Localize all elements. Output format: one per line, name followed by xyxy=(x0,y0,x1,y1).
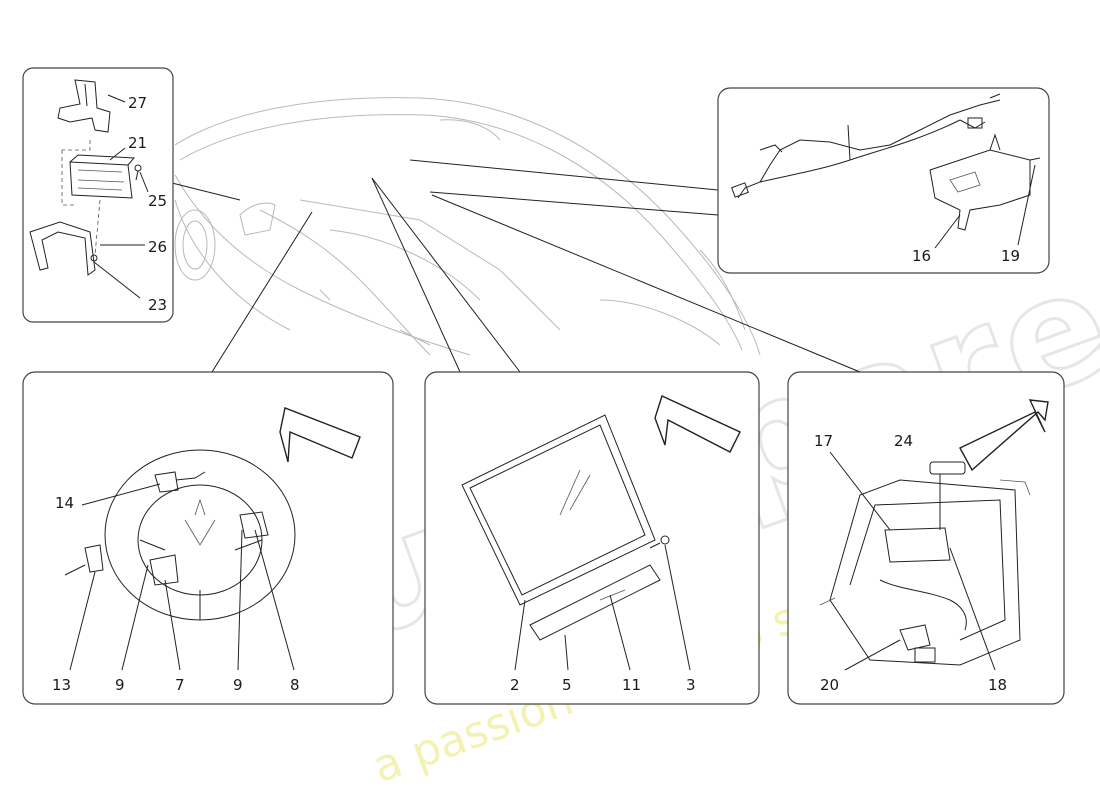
panel-top-left: 27 21 25 26 23 xyxy=(22,67,174,323)
panel-bottom-center: 2 5 11 3 xyxy=(424,371,760,705)
label-25: 25 xyxy=(148,192,167,210)
module-21 xyxy=(69,161,133,199)
car-outline xyxy=(174,97,761,356)
console-tray xyxy=(829,479,1021,666)
label-27: 27 xyxy=(128,94,147,112)
direction-arrow-icon xyxy=(959,399,1049,472)
label-24: 24 xyxy=(894,432,913,450)
direction-arrow-icon xyxy=(279,407,361,463)
label-20: 20 xyxy=(820,676,839,694)
label-5: 5 xyxy=(562,676,572,694)
display-screen xyxy=(461,414,656,606)
label-8: 8 xyxy=(290,676,300,694)
label-3: 3 xyxy=(686,676,696,694)
label-26: 26 xyxy=(148,238,167,256)
label-17: 17 xyxy=(814,432,833,450)
label-14: 14 xyxy=(55,494,74,512)
bracket-27 xyxy=(57,79,111,133)
label-18: 18 xyxy=(988,676,1007,694)
panel-top-right: 16 19 xyxy=(717,87,1050,274)
label-9-left: 9 xyxy=(115,676,125,694)
label-16: 16 xyxy=(912,247,931,265)
label-9-right: 9 xyxy=(233,676,243,694)
trim-bezel xyxy=(529,564,661,641)
bracket-19 xyxy=(929,149,1031,231)
panel-bottom-right: 17 24 20 18 xyxy=(787,371,1065,705)
label-21: 21 xyxy=(128,134,147,152)
direction-arrow-icon xyxy=(654,395,741,453)
label-2: 2 xyxy=(510,676,520,694)
bracket-23 xyxy=(29,221,96,276)
label-13: 13 xyxy=(52,676,71,694)
label-19: 19 xyxy=(1001,247,1020,265)
label-11: 11 xyxy=(622,676,641,694)
panel-bottom-left: 14 13 9 7 9 8 xyxy=(22,371,394,705)
label-23: 23 xyxy=(148,296,167,314)
label-7: 7 xyxy=(175,676,185,694)
